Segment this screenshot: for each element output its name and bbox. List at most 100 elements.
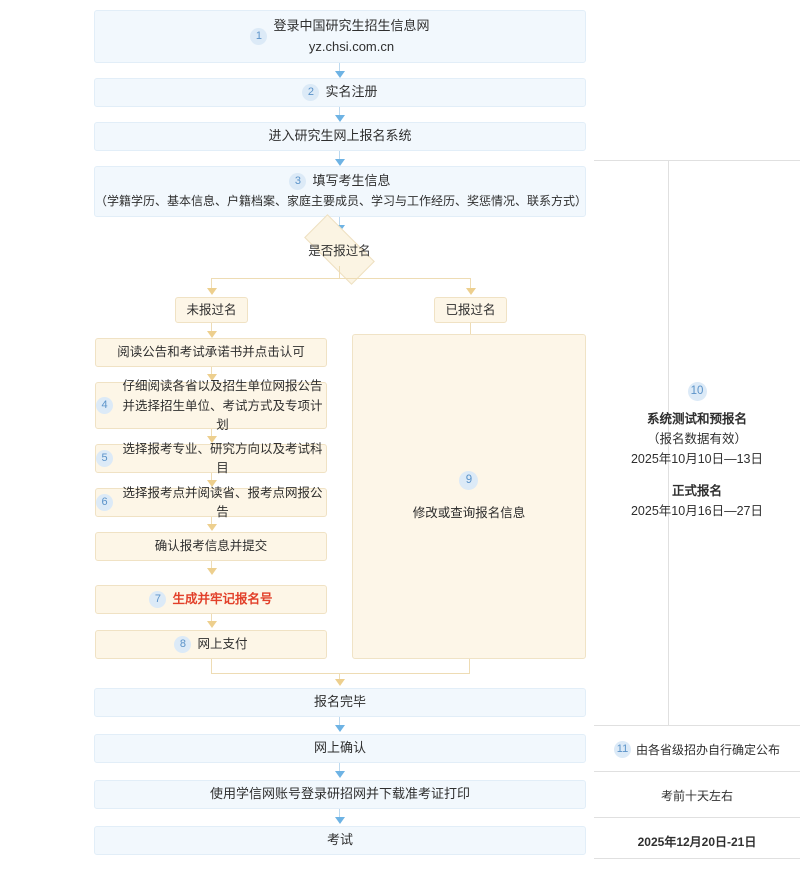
decision-label: 是否报过名	[308, 244, 371, 258]
left-step-1-line2: 并选择招生单位、考试方式及专项计划	[122, 399, 323, 432]
flow-node-select-major: 5 选择报考专业、研究方向以及考试科目	[95, 442, 327, 475]
annotation-row-ten-days: 考前十天左右	[594, 781, 800, 809]
step-badge-2: 2	[302, 84, 320, 101]
annotation-rule-2	[594, 771, 800, 772]
annotation-rule-4	[594, 858, 800, 859]
connector-branch-split	[211, 278, 470, 279]
flow-node-read-announcements: 4 仔细阅读各省以及招生单位网报公告 并选择招生单位、考试方式及专项计划	[95, 379, 327, 432]
arrow-down-icon	[207, 480, 217, 487]
arrow-down-icon	[335, 771, 345, 778]
flow-node-enter-system: 进入研究生网上报名系统	[94, 122, 586, 151]
arrow-down-icon	[207, 436, 217, 443]
arrow-down-icon	[207, 621, 217, 628]
step-badge-11: 11	[613, 740, 631, 758]
step-badge-4: 4	[96, 397, 113, 414]
connector-left-to-merge	[211, 659, 212, 673]
flow-node-login: 1 登录中国研究生招生信息网 yz.chsi.com.cn	[94, 10, 586, 63]
connector-step-5-6	[211, 614, 212, 622]
decision-node-registered-before: 是否报过名	[304, 214, 375, 285]
arrow-down-icon	[335, 679, 345, 686]
arrow-down-icon	[335, 159, 345, 166]
step-badge-9: 9	[459, 470, 479, 490]
connector-tail-0-1	[339, 717, 340, 727]
connector-step-3-4	[211, 517, 212, 525]
annotation-sub-pretest: （报名数据有效）	[646, 432, 747, 447]
step-badge-7: 7	[149, 591, 167, 608]
flow-node-register-label: 实名注册	[325, 84, 378, 100]
arrow-down-icon	[466, 288, 476, 295]
connector-step-0-1	[211, 367, 212, 375]
left-step-1-line1: 仔细阅读各省以及招生单位网报公告	[122, 379, 323, 394]
branch-left-label: 未报过名	[186, 302, 237, 317]
arrow-down-icon	[335, 71, 345, 78]
connector-branch-left-down	[211, 278, 212, 289]
annotation-title-formal: 正式报名	[671, 484, 722, 499]
flow-node-login-url: yz.chsi.com.cn	[308, 38, 395, 54]
connector-merge-down	[339, 673, 340, 680]
connector-step-1-2	[211, 429, 212, 437]
annotation-top-rule	[594, 160, 800, 161]
flow-node-registration-complete: 报名完毕	[94, 688, 586, 717]
branch-node-already-registered: 已报过名	[434, 297, 507, 323]
connector-tail-2-3	[339, 809, 340, 819]
tail-1-label: 网上确认	[313, 740, 366, 756]
annotation-row-exam-date: 2025年12月20日-21日	[594, 827, 800, 855]
step-badge-8: 8	[174, 636, 192, 653]
arrow-down-icon	[207, 524, 217, 531]
left-step-3-label: 选择报考点并阅读省、报考点网报公告	[122, 486, 323, 519]
flow-node-online-payment: 8 网上支付	[95, 630, 327, 659]
arrow-down-icon	[335, 817, 345, 824]
annotation-vertical-rule	[668, 160, 669, 725]
branch-node-not-registered: 未报过名	[175, 297, 248, 323]
flow-node-enter-system-label: 进入研究生网上报名系统	[268, 128, 412, 144]
annotation-row-0-label: 由各省级招办自行确定公布	[635, 742, 780, 757]
tail-3-label: 考试	[326, 832, 353, 848]
annotation-row-1-label: 考前十天左右	[660, 788, 733, 803]
connector-merge-bar	[211, 673, 470, 674]
step-badge-10: 10	[687, 382, 707, 402]
step-badge-6: 6	[96, 494, 113, 511]
left-step-0-label: 阅读公告和考试承诺书并点击认可	[117, 345, 305, 360]
flow-node-select-exam-site: 6 选择报考点并阅读省、报考点网报公告	[95, 486, 327, 519]
flow-node-modify-query-info: 9 修改或查询报名信息	[352, 334, 586, 659]
flow-node-confirm-submit: 确认报考信息并提交	[95, 532, 327, 561]
connector-login-to-register	[339, 63, 340, 73]
annotation-schedule-main: 10 系统测试和预报名 （报名数据有效） 2025年10月10日—13日 正式报…	[594, 380, 800, 521]
left-step-5-label: 生成并牢记报名号	[172, 592, 273, 607]
connector-tail-1-2	[339, 763, 340, 773]
flow-node-login-line1: 登录中国研究生招生信息网	[273, 17, 430, 33]
step-badge-3: 3	[289, 173, 307, 191]
annotation-date-pretest: 2025年10月10日—13日	[630, 452, 764, 467]
left-step-4-label: 确认报考信息并提交	[154, 539, 268, 554]
arrow-down-icon	[335, 115, 345, 122]
flow-node-register: 2 实名注册	[94, 78, 586, 107]
flow-node-fill-info: 3 填写考生信息 （学籍学历、基本信息、户籍档案、家庭主要成员、学习与工作经历、…	[94, 166, 587, 217]
step-badge-1: 1	[250, 28, 268, 45]
arrow-down-icon	[335, 725, 345, 732]
annotation-rule-1	[594, 725, 800, 726]
annotation-title-pretest: 系统测试和预报名	[646, 412, 747, 427]
step-badge-5: 5	[96, 450, 113, 467]
connector-right-to-merge	[469, 659, 470, 673]
flow-node-exam: 考试	[94, 826, 586, 855]
tail-0-label: 报名完毕	[313, 694, 366, 710]
annotation-row-2-label: 2025年12月20日-21日	[637, 834, 757, 849]
arrow-down-icon	[207, 331, 217, 338]
right-branch-label: 修改或查询报名信息	[412, 505, 526, 520]
connector-step-4-5	[211, 561, 212, 569]
flow-node-download-admission-ticket: 使用学信网账号登录研招网并下载准考证打印	[94, 780, 586, 809]
connector-register-to-system	[339, 107, 340, 117]
flow-node-generate-registration-number: 7 生成并牢记报名号	[95, 585, 327, 614]
arrow-down-icon	[207, 568, 217, 575]
connector-left-branch-stem	[211, 323, 212, 332]
flow-node-fill-info-title: 填写考生信息	[312, 173, 391, 189]
arrow-down-icon	[207, 374, 217, 381]
connector-decision-down	[339, 266, 340, 278]
connector-info-to-decision	[339, 217, 340, 227]
connector-right-branch-stem	[470, 323, 471, 334]
left-step-2-label: 选择报考专业、研究方向以及考试科目	[122, 442, 323, 475]
connector-step-2-3	[211, 473, 212, 481]
connector-system-to-info	[339, 151, 340, 161]
tail-2-label: 使用学信网账号登录研招网并下载准考证打印	[209, 786, 470, 802]
